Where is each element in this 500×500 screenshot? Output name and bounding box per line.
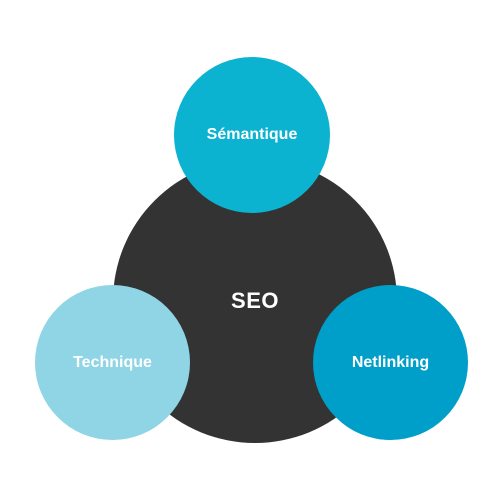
technique-label: Technique (73, 353, 152, 371)
semantique-label: Sémantique (206, 126, 298, 143)
technique-circle: Technique (35, 285, 190, 440)
semantique-circle: Sémantique (174, 57, 330, 213)
seo-center-label: SEO (231, 288, 279, 313)
netlinking-circle: Netlinking (313, 285, 468, 440)
netlinking-label: Netlinking (351, 353, 430, 371)
